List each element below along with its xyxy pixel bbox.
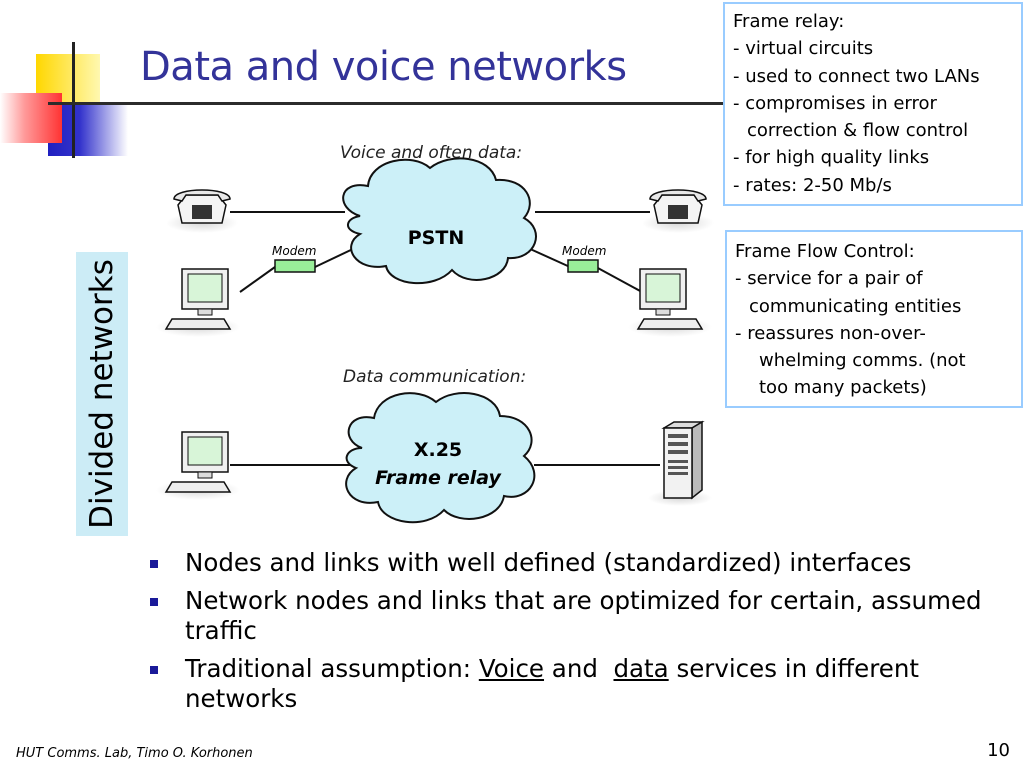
telephone-right-icon xyxy=(642,189,714,233)
bullet-marker-icon xyxy=(150,666,158,674)
computer-bottom-left-icon xyxy=(156,431,240,500)
flow-control-line: too many packets) xyxy=(759,377,927,399)
flow-control-line: - service for a pair of xyxy=(735,268,923,290)
frame-relay-info-box: Frame relay: - virtual circuits - used t… xyxy=(723,2,1023,206)
frame-relay-line: - virtual circuits xyxy=(733,38,874,60)
x25-label: X.25 xyxy=(414,439,462,461)
frame-relay-line: - for high quality links xyxy=(733,147,930,169)
server-icon xyxy=(648,420,712,506)
bullet-list: Nodes and links with well defined (stand… xyxy=(148,548,1018,722)
pstn-label: PSTN xyxy=(408,227,464,249)
flow-control-line: communicating entities xyxy=(749,295,962,317)
bullet-text: Nodes and links with well defined (stand… xyxy=(185,548,912,577)
computer-top-left-icon xyxy=(156,268,240,337)
bullet-text: and xyxy=(544,654,614,683)
voice-caption: Voice and often data: xyxy=(340,143,522,163)
frame-relay-line: correction & flow control xyxy=(747,120,969,142)
pstn-cloud: PSTN xyxy=(342,157,537,284)
bullet-text: Network nodes and links that are optimiz… xyxy=(185,586,982,645)
bullet-item: Network nodes and links that are optimiz… xyxy=(148,586,1018,646)
bullet-text: services in different networks xyxy=(185,654,919,713)
x25-cloud: X.25 Frame relay xyxy=(345,392,536,524)
bullet-item: Traditional assumption: Voice and data s… xyxy=(148,654,1018,714)
bullet-text: Traditional assumption: xyxy=(185,654,479,683)
frame-relay-line: - used to connect two LANs xyxy=(733,65,980,87)
logo-red-square xyxy=(0,93,62,143)
frame-relay-line: - compromises in error xyxy=(733,92,937,114)
slide-title: Data and voice networks xyxy=(140,44,627,90)
modem-right: Modem xyxy=(562,244,606,273)
flow-control-line: whelming comms. (not xyxy=(759,350,966,372)
page-number: 10 xyxy=(987,740,1010,761)
voice-underlined: Voice xyxy=(478,654,545,683)
bullet-marker-icon xyxy=(150,598,158,606)
side-label-panel: Divided networks xyxy=(76,252,128,536)
side-label: Divided networks xyxy=(84,259,120,529)
computer-top-right-icon xyxy=(628,268,712,337)
frame-relay-line: Frame relay: xyxy=(733,11,845,32)
network-diagram: Voice and often data: Data communication… xyxy=(156,143,714,524)
telephone-left-icon xyxy=(166,189,238,233)
flow-control-line: Frame Flow Control: xyxy=(735,241,915,262)
footer-credit: HUT Comms. Lab, Timo O. Korhonen xyxy=(16,746,253,761)
frame-relay-line: - rates: 2-50 Mb/s xyxy=(733,174,892,196)
modem-left: Modem xyxy=(272,244,316,273)
data-underlined: data xyxy=(613,654,669,683)
bullet-marker-icon xyxy=(150,560,158,568)
flow-control-line: - reassures non-over- xyxy=(735,322,926,344)
modem-left-label: Modem xyxy=(272,244,316,258)
data-caption: Data communication: xyxy=(343,367,526,387)
frame-relay-label: Frame relay xyxy=(375,467,502,489)
modem-right-label: Modem xyxy=(562,244,606,258)
pstn-links xyxy=(230,211,650,293)
logo-vertical-line xyxy=(72,42,75,158)
bullet-item: Nodes and links with well defined (stand… xyxy=(148,548,1018,578)
title-underline xyxy=(48,102,738,105)
flow-control-info-box: Frame Flow Control: - service for a pair… xyxy=(725,230,1023,408)
